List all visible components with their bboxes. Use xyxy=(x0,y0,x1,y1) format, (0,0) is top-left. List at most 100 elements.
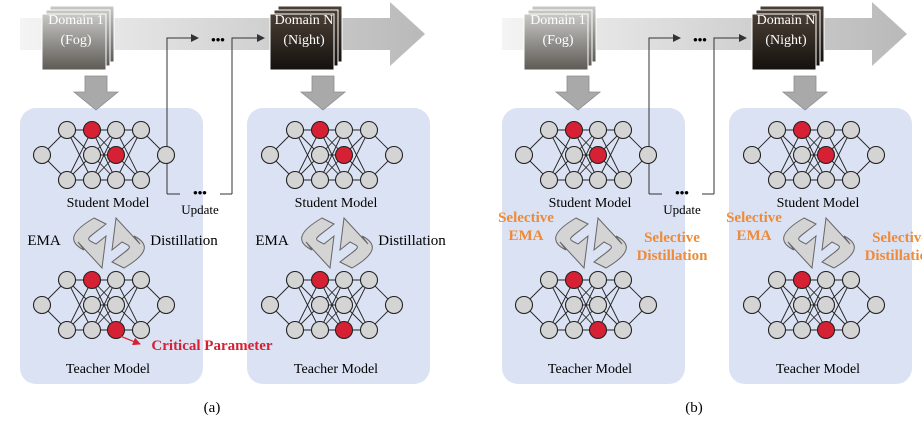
student-model-label: Student Model xyxy=(549,196,632,211)
node xyxy=(131,270,151,290)
ema-arrow xyxy=(73,217,107,270)
distillation-label: Selective xyxy=(872,230,922,246)
teacher-network xyxy=(260,270,404,340)
node xyxy=(82,295,102,315)
distillation-arrow xyxy=(111,216,145,269)
domain-title: Domain N xyxy=(275,13,334,28)
critical-parameter-label: Critical Parameter xyxy=(151,338,273,354)
panel-caption: (a) xyxy=(204,400,221,416)
domain-image xyxy=(269,13,335,71)
critical-node xyxy=(564,270,584,290)
critical-node xyxy=(82,120,102,140)
distillation-arrow xyxy=(339,216,373,269)
update-label: Update xyxy=(181,202,219,217)
critical-node xyxy=(334,320,354,340)
node xyxy=(334,270,354,290)
student-network xyxy=(260,120,404,190)
critical-node xyxy=(792,120,812,140)
critical-node xyxy=(310,270,330,290)
edge xyxy=(319,129,345,181)
node xyxy=(767,270,787,290)
node xyxy=(285,320,305,340)
domain-title: Domain 1 xyxy=(530,13,586,28)
node xyxy=(767,170,787,190)
update-label: Update xyxy=(663,202,701,217)
critical-node xyxy=(82,270,102,290)
student-model-label: Student Model xyxy=(777,196,860,211)
domain-image xyxy=(523,13,589,71)
connector xyxy=(713,34,747,74)
panel-caption: (b) xyxy=(685,400,703,416)
node xyxy=(384,295,404,315)
edge xyxy=(548,129,575,181)
node xyxy=(564,320,584,340)
node xyxy=(588,295,608,315)
node xyxy=(792,295,812,315)
node xyxy=(82,170,102,190)
node xyxy=(285,270,305,290)
node xyxy=(82,320,102,340)
domain-n-image: Domain N(Night) xyxy=(751,5,825,71)
teacher-network xyxy=(514,270,658,340)
ellipsis: ••• xyxy=(211,32,225,47)
edge xyxy=(115,129,142,181)
node xyxy=(564,295,584,315)
edge xyxy=(825,129,852,181)
node xyxy=(816,120,836,140)
node xyxy=(539,270,559,290)
student-model-label: Student Model xyxy=(295,196,378,211)
teacher-model-label: Teacher Model xyxy=(66,362,150,377)
node xyxy=(613,120,633,140)
node xyxy=(106,295,126,315)
node xyxy=(156,145,176,165)
distillation-arrow xyxy=(821,216,855,269)
node xyxy=(310,295,330,315)
node xyxy=(539,170,559,190)
ellipsis: ••• xyxy=(675,185,689,200)
node xyxy=(841,120,861,140)
ema-label: Selective xyxy=(726,210,782,226)
edge xyxy=(91,279,117,331)
node xyxy=(32,295,52,315)
ema-label: EMA xyxy=(27,233,61,249)
input-arrow xyxy=(554,75,602,111)
domain-subtitle: (Night) xyxy=(283,33,325,48)
node xyxy=(260,145,280,165)
node xyxy=(564,170,584,190)
input-arrow xyxy=(72,75,120,111)
node xyxy=(285,120,305,140)
distillation-label: Distillation xyxy=(150,233,218,249)
critical-node xyxy=(564,120,584,140)
student-network xyxy=(742,120,886,190)
edge xyxy=(294,129,321,181)
node xyxy=(613,270,633,290)
node xyxy=(106,170,126,190)
teacher-network xyxy=(742,270,886,340)
domain-image xyxy=(41,13,107,71)
distillation-label: Distillation xyxy=(637,248,708,264)
domain-subtitle: (Fog) xyxy=(542,33,573,48)
node xyxy=(310,320,330,340)
edge xyxy=(573,129,599,181)
edge xyxy=(776,279,803,331)
node xyxy=(792,320,812,340)
node xyxy=(841,320,861,340)
ema-label: Selective xyxy=(498,210,554,226)
ellipsis: ••• xyxy=(193,185,207,200)
critical-node xyxy=(816,320,836,340)
node xyxy=(613,320,633,340)
node xyxy=(613,170,633,190)
node xyxy=(588,170,608,190)
edge xyxy=(548,279,575,331)
domain-1-image: Domain 1 (Fog) xyxy=(523,5,597,71)
node xyxy=(767,120,787,140)
node xyxy=(792,170,812,190)
node xyxy=(866,295,886,315)
teacher-model-label: Teacher Model xyxy=(548,362,632,377)
critical-node xyxy=(588,320,608,340)
node xyxy=(131,120,151,140)
edge xyxy=(91,129,117,181)
node xyxy=(638,295,658,315)
node xyxy=(588,120,608,140)
